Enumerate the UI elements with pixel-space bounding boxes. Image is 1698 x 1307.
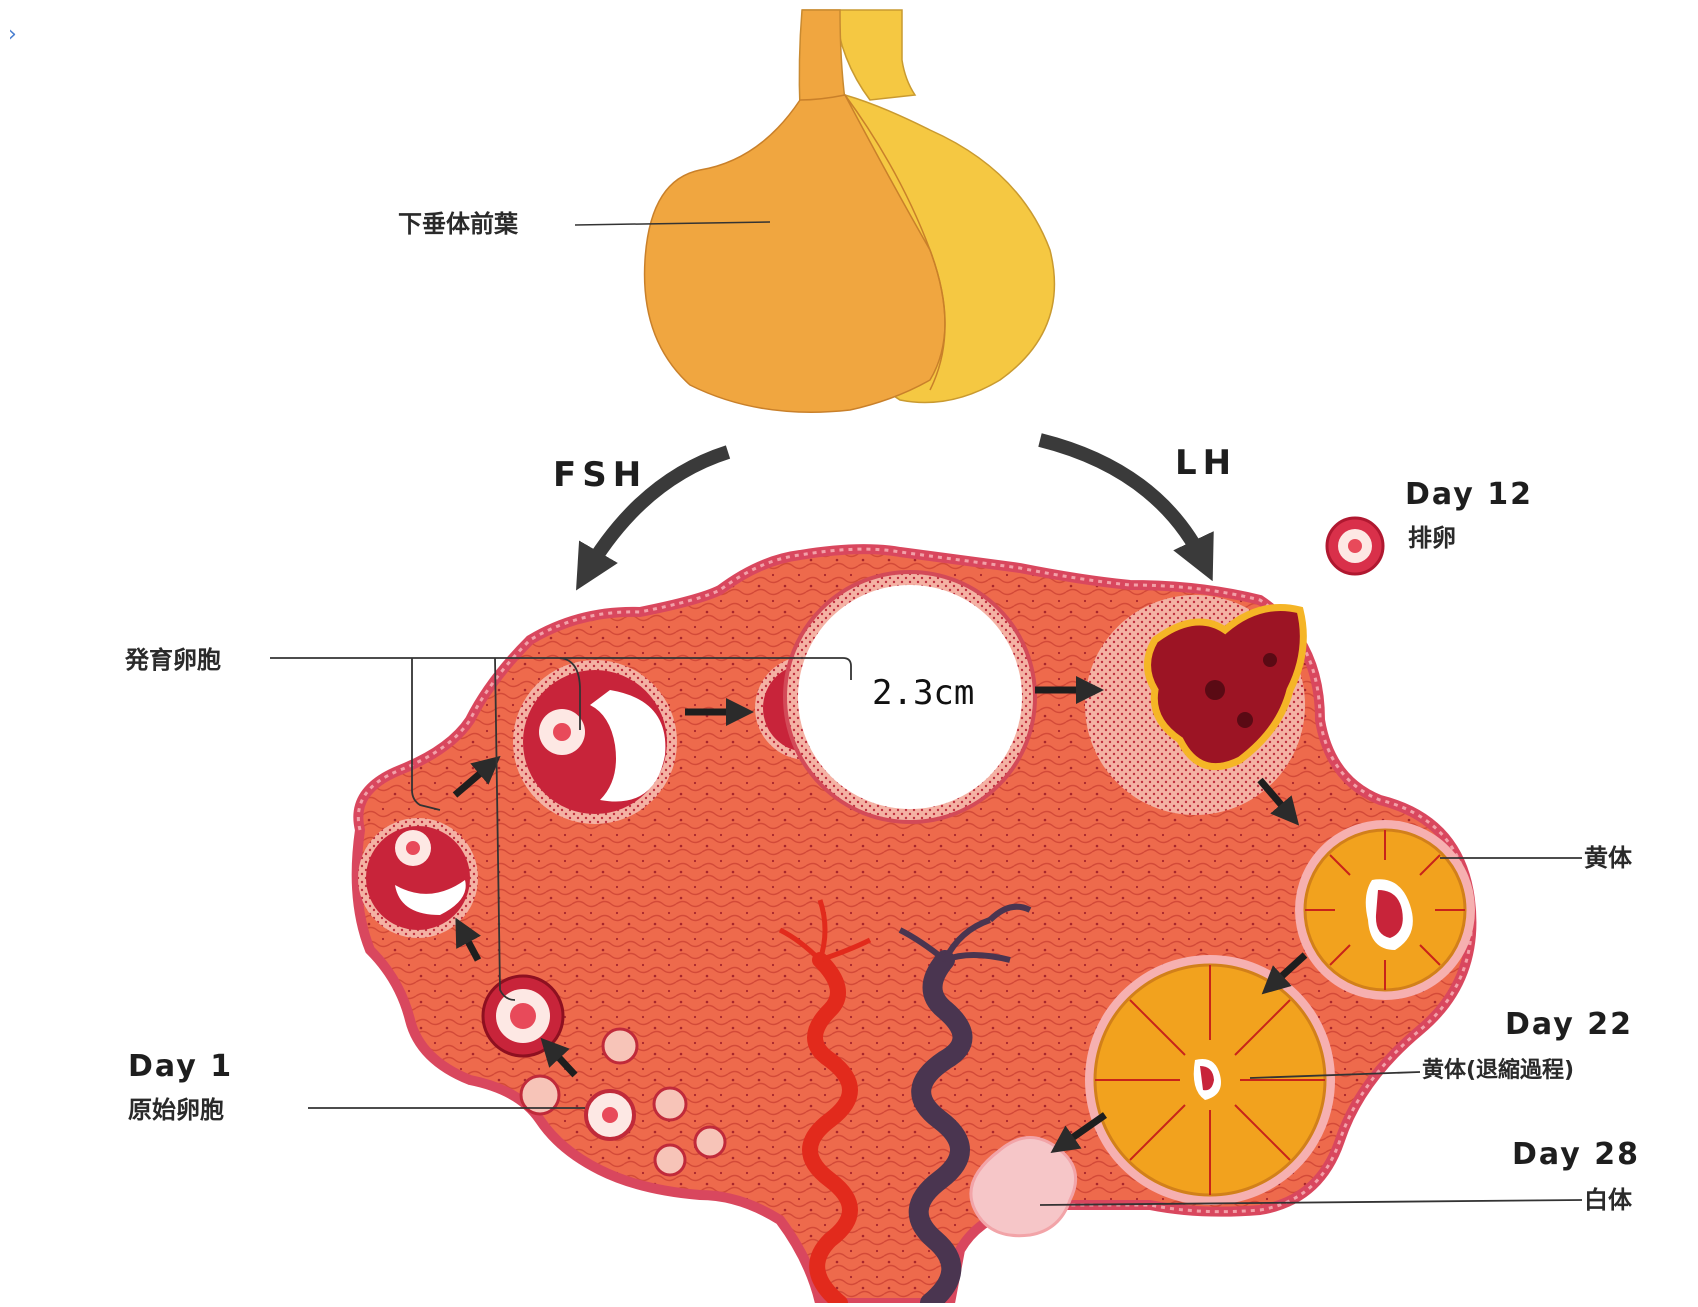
edge-mark: ›	[8, 22, 17, 47]
day28-label: Day 28	[1512, 1140, 1640, 1170]
ovulated-oocyte	[1327, 518, 1383, 574]
fsh-label: FSH	[553, 458, 647, 492]
growing-follicle-small	[483, 976, 563, 1056]
regressing-corpus-luteum-body	[1085, 955, 1335, 1205]
day12-label: Day 12	[1405, 480, 1533, 510]
ovulation-label: 排卵	[1408, 526, 1456, 550]
follicle-size-label: 2.3cm	[872, 676, 974, 710]
corpus-luteum-label: 黄体	[1584, 846, 1632, 870]
ruptured-follicle	[1085, 595, 1305, 815]
primordial-follicle-label: 原始卵胞	[128, 1098, 224, 1122]
corpus-luteum-regressing-label: 黄体(退縮過程)	[1422, 1060, 1574, 1082]
developing-follicle-label: 発育卵胞	[125, 648, 221, 672]
antral-follicle	[513, 660, 677, 824]
pituitary-gland	[645, 10, 1055, 412]
day1-label: Day 1	[128, 1052, 233, 1082]
lh-label: LH	[1175, 446, 1237, 480]
secondary-follicle	[358, 818, 478, 938]
corpus-luteum-body	[1295, 820, 1475, 1000]
corpus-albicans-label: 白体	[1584, 1188, 1632, 1212]
day22-label: Day 22	[1505, 1010, 1633, 1040]
pituitary-label: 下垂体前葉	[398, 212, 518, 236]
